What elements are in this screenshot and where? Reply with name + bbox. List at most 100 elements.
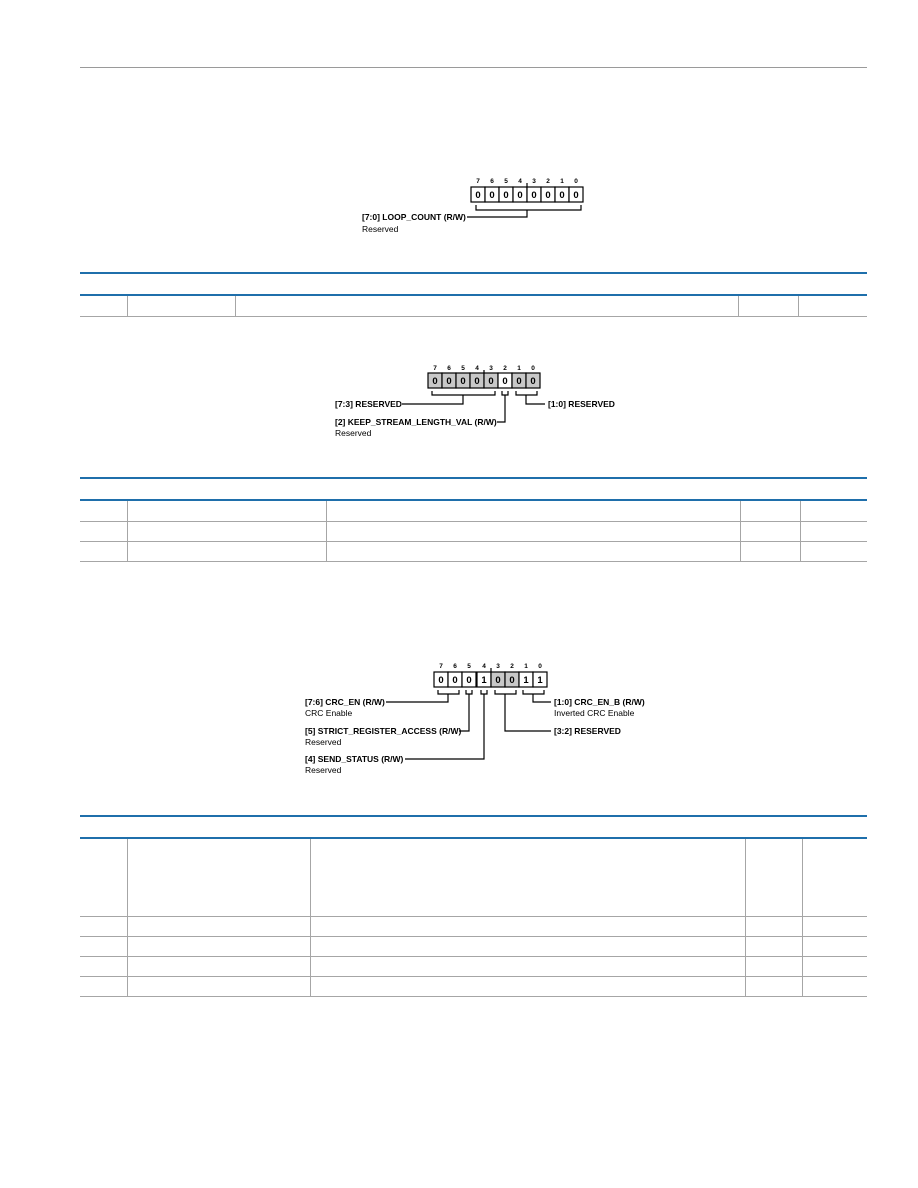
bit-number-row: 7 6 5 4 3 2 1 0: [476, 178, 578, 185]
field-bracket: [515, 391, 545, 405]
table-top-rule: [80, 477, 867, 479]
table-row: [80, 936, 867, 957]
cell-reset: [744, 916, 802, 937]
field-description: Reserved: [335, 428, 372, 438]
field-name: [4] SEND_STATUS (R/W): [305, 754, 404, 764]
cell-bits: [80, 839, 127, 917]
table-row: [80, 501, 867, 522]
bit-number: 3: [489, 365, 493, 372]
cell-reset: [737, 296, 798, 317]
cell-access: [801, 916, 867, 937]
bit-value: 1: [523, 675, 529, 686]
bit-values: 0 0 0 0 0 0 0 0: [432, 376, 535, 387]
field-bracket: [494, 690, 551, 732]
bit-values: 0 0 0 1 0 0 1 1: [438, 675, 543, 686]
cell-reset: [744, 976, 802, 997]
bitfield-diagram-keep-stream-length: 7 6 5 4 3 2 1 0 0 0 0 0 0 0 0: [0, 357, 918, 442]
field-name: [1:0] RESERVED: [548, 399, 615, 409]
bit-value: 0: [531, 190, 536, 201]
bit-value: 0: [446, 376, 451, 387]
bit-value: 0: [573, 190, 578, 201]
field-description: CRC Enable: [305, 708, 353, 718]
table-row: [80, 976, 867, 997]
table-row: [80, 916, 867, 937]
cell-reset: [744, 956, 802, 977]
bit-number: 7: [476, 178, 480, 185]
bit-value: 0: [517, 190, 522, 201]
cell-bit-name: [126, 839, 310, 917]
bit-cell: [532, 671, 548, 688]
field-bracket: [386, 690, 460, 703]
bit-value: 0: [530, 376, 535, 387]
field-bracket: [402, 391, 496, 405]
cell-access: [797, 296, 867, 317]
cell-reset: [744, 936, 802, 957]
cell-description: [309, 916, 745, 937]
field-description: Inverted CRC Enable: [554, 708, 635, 718]
field-name: [1:0] CRC_EN_B (R/W): [554, 697, 645, 707]
cell-access: [801, 936, 867, 957]
table-row: [80, 541, 867, 562]
field-bracket: [497, 391, 509, 423]
bit-cells: [470, 186, 584, 203]
bit-number: 5: [504, 178, 508, 185]
bit-number: 4: [482, 663, 486, 670]
bit-cell: [461, 671, 477, 688]
bit-number: 7: [439, 663, 443, 670]
cell-bits: [80, 501, 127, 522]
bit-cell: [568, 186, 584, 203]
field-description: Reserved: [305, 765, 342, 775]
cell-bits: [80, 956, 127, 977]
cell-description: [309, 936, 745, 957]
cell-bit-name: [126, 936, 310, 957]
bit-value: 0: [466, 675, 471, 686]
bit-number: 1: [560, 178, 564, 185]
field-bracket: [467, 205, 582, 218]
table-row: [80, 521, 867, 542]
cell-reset: [744, 839, 802, 917]
bit-value: 0: [503, 190, 508, 201]
bit-value: 1: [481, 675, 487, 686]
bit-value: 0: [489, 190, 494, 201]
bit-number-row: 7 6 5 4 3 2 1 0: [433, 365, 535, 372]
cell-reset: [739, 521, 800, 542]
field-name: [3:2] RESERVED: [554, 726, 621, 736]
cell-description: [309, 976, 745, 997]
cell-reset: [739, 501, 800, 522]
bit-number: 0: [574, 178, 578, 185]
cell-bits: [80, 976, 127, 997]
cell-access: [799, 521, 867, 542]
bit-value: 0: [495, 675, 500, 686]
table-top-rule: [80, 815, 867, 817]
table-header-rule: [80, 837, 867, 839]
cell-bits: [80, 916, 127, 937]
bit-number: 6: [447, 365, 451, 372]
bitfield-diagram-loop-count: 7 6 5 4 3 2 1 0 0 0 0 0 0 0 0: [0, 170, 918, 245]
cell-bit-name: [126, 916, 310, 937]
cell-bit-name: [126, 956, 310, 977]
bit-cells: [433, 671, 548, 688]
cell-description: [325, 541, 740, 562]
bit-cells: [427, 372, 541, 389]
bit-number: 6: [490, 178, 494, 185]
bit-value: 0: [438, 675, 443, 686]
cell-access: [801, 976, 867, 997]
field-description: Reserved: [362, 224, 399, 234]
bit-number-row: 7 6 5 4 3 2 1 0: [439, 663, 542, 670]
table-row: [80, 839, 867, 917]
bit-number: 4: [475, 365, 479, 372]
bit-cell-reserved: [525, 372, 541, 389]
table-header-rule: [80, 294, 867, 296]
bit-number: 3: [532, 178, 536, 185]
bit-value: 0: [502, 376, 507, 387]
cell-bit-name: [126, 541, 326, 562]
bit-value: 0: [545, 190, 550, 201]
bit-number: 0: [531, 365, 535, 372]
bit-number: 5: [461, 365, 465, 372]
cell-description: [309, 956, 745, 977]
cell-access: [799, 501, 867, 522]
cell-bits: [80, 541, 127, 562]
field-bracket: [459, 690, 473, 732]
cell-reset: [739, 541, 800, 562]
cell-description: [325, 521, 740, 542]
